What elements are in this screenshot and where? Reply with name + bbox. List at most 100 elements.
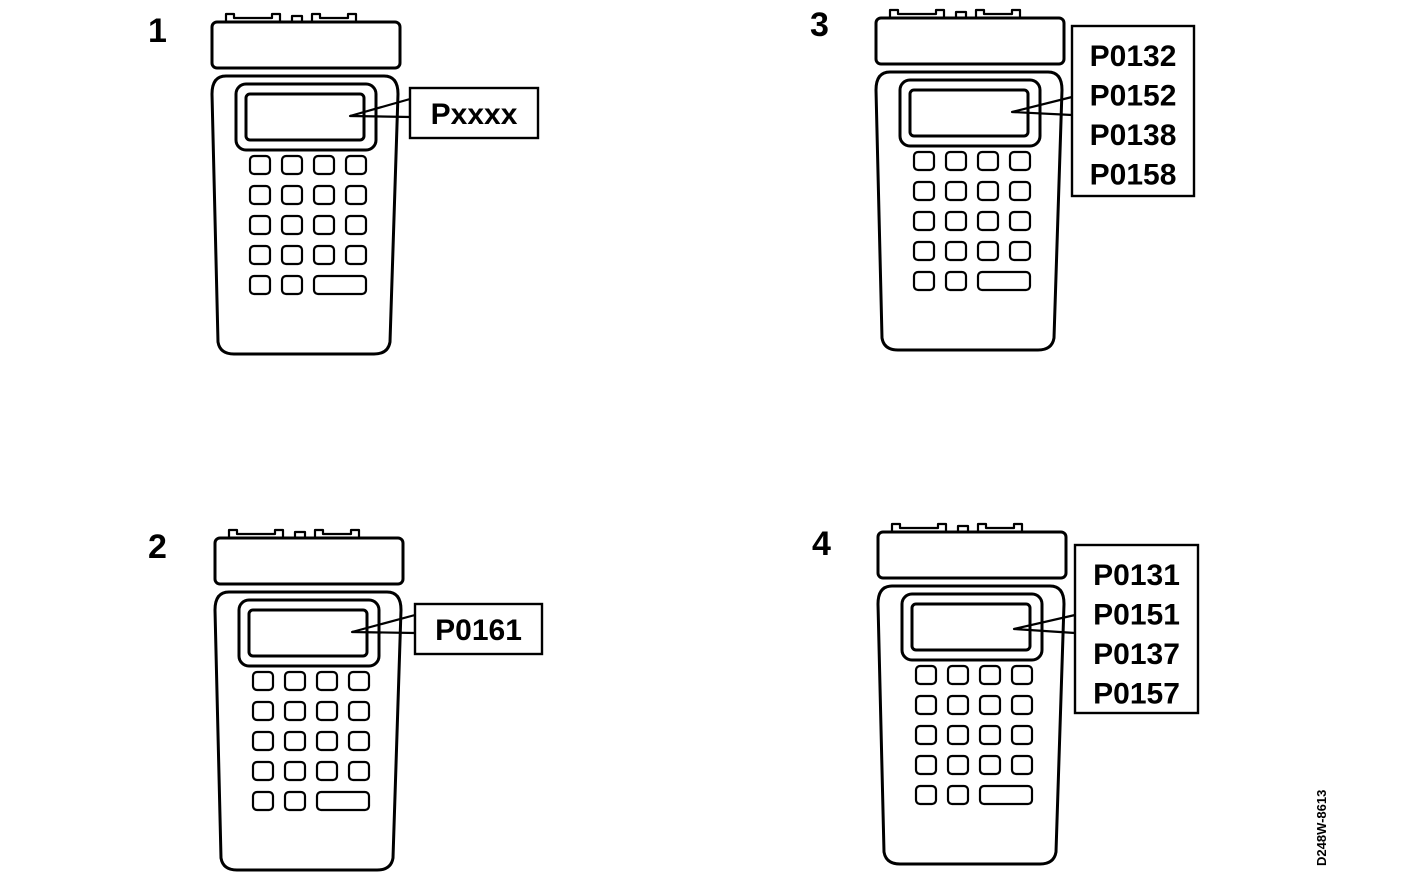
keypad-key: [312, 184, 336, 206]
keypad-key: [312, 214, 336, 236]
code-box: [408, 86, 540, 140]
trouble-code: P0157: [1093, 678, 1180, 711]
keypad-key: [251, 700, 275, 722]
trouble-code: P0151: [1093, 599, 1180, 632]
keypad-key: [251, 670, 275, 692]
code-box: [1073, 543, 1200, 715]
panel-number: 1: [148, 12, 167, 50]
keypad-key: [280, 274, 304, 296]
code-box: [1070, 24, 1196, 198]
keypad-key: [280, 244, 304, 266]
keypad-key: [912, 180, 936, 202]
keypad-key: [912, 270, 936, 292]
keypad-key: [978, 754, 1002, 776]
keypad-key: [944, 210, 968, 232]
panel-number: 3: [810, 6, 829, 44]
keypad-key: [347, 670, 371, 692]
device-body: [213, 590, 403, 872]
panel-number: 2: [148, 528, 167, 566]
keypad-key: [1010, 724, 1034, 746]
keypad-key: [283, 700, 307, 722]
keypad-key: [914, 754, 938, 776]
keypad-key: [248, 184, 272, 206]
keypad-key: [912, 210, 936, 232]
keypad-key: [347, 700, 371, 722]
keypad-key: [912, 240, 936, 262]
keypad-key: [978, 664, 1002, 686]
trouble-code: P0158: [1090, 159, 1177, 192]
keypad-key: [946, 754, 970, 776]
panels: 1Pxxxx2P01613P0132P0152P0138P01584P0131P…: [148, 6, 1200, 872]
keypad-key: [976, 180, 1000, 202]
keypad-key: [914, 694, 938, 716]
keypad-key: [978, 694, 1002, 716]
trouble-code: P0137: [1093, 638, 1180, 671]
keypad-key: [251, 730, 275, 752]
keypad-key: [315, 670, 339, 692]
keypad-key: [315, 760, 339, 782]
keypad-key: [248, 154, 272, 176]
keypad-key: [944, 240, 968, 262]
trouble-code: P0152: [1090, 80, 1177, 113]
enter-key: [978, 784, 1034, 806]
keypad-key: [1008, 240, 1032, 262]
display-icon: [900, 592, 1044, 662]
connector-icon: [876, 522, 1068, 580]
keypad-key: [1010, 664, 1034, 686]
device-body: [210, 74, 400, 356]
trouble-code: Pxxxx: [431, 98, 518, 131]
keypad-key: [946, 664, 970, 686]
keypad-key: [1010, 694, 1034, 716]
keypad-key: [946, 784, 970, 806]
keypad-key: [944, 180, 968, 202]
keypad-key: [912, 150, 936, 172]
keypad-key: [347, 760, 371, 782]
keypad-key: [1008, 210, 1032, 232]
panel-number: 4: [812, 525, 831, 563]
keypad-key: [312, 154, 336, 176]
scan-tool-icon: [876, 522, 1068, 866]
keypad-key: [312, 244, 336, 266]
keypad-key: [347, 730, 371, 752]
device-body: [874, 70, 1064, 352]
keypad-icon: [914, 664, 1034, 806]
keypad-key: [283, 790, 307, 812]
keypad-key: [248, 274, 272, 296]
keypad-key: [248, 244, 272, 266]
keypad-key: [1010, 754, 1034, 776]
keypad-key: [1008, 180, 1032, 202]
keypad-key: [976, 240, 1000, 262]
callout-leader: [350, 613, 417, 635]
keypad-key: [944, 270, 968, 292]
keypad-key: [315, 700, 339, 722]
keypad-key: [944, 150, 968, 172]
callout-leader: [348, 97, 412, 119]
keypad-key: [976, 150, 1000, 172]
keypad-icon: [251, 670, 371, 812]
scan-tool-icon: [210, 12, 402, 356]
enter-key: [315, 790, 371, 812]
keypad-key: [946, 724, 970, 746]
enter-key: [312, 274, 368, 296]
keypad-key: [280, 154, 304, 176]
keypad-key: [1008, 150, 1032, 172]
trouble-code: P0138: [1090, 119, 1177, 152]
keypad-key: [280, 214, 304, 236]
figure-reference: D248W-8613: [1314, 790, 1329, 866]
keypad-key: [344, 184, 368, 206]
keypad-key: [283, 670, 307, 692]
trouble-code: P0131: [1093, 559, 1180, 592]
keypad-key: [914, 664, 938, 686]
enter-key: [976, 270, 1032, 292]
keypad-key: [344, 244, 368, 266]
keypad-key: [946, 694, 970, 716]
keypad-icon: [248, 154, 368, 296]
keypad-key: [344, 154, 368, 176]
keypad-icon: [912, 150, 1032, 292]
keypad-key: [283, 760, 307, 782]
